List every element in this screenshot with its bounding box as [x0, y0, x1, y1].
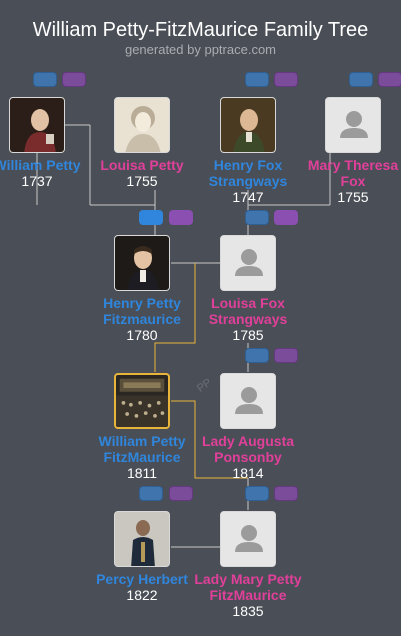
ancestor-expand-badge[interactable]	[378, 72, 401, 87]
person-card-william-petty[interactable]: William Petty 1737	[0, 97, 92, 189]
assembly-icon	[116, 375, 168, 427]
highlight-line	[171, 400, 248, 479]
portrait-photo[interactable]	[114, 511, 170, 567]
avatar-placeholder-icon	[221, 512, 275, 566]
ancestor-expand-badge[interactable]	[245, 210, 269, 225]
person-card-mary-theresa-fox[interactable]: Mary Theresa Fox 1755	[298, 97, 401, 205]
avatar-placeholder-icon	[221, 236, 275, 290]
person-birth-year: 1835	[232, 603, 264, 619]
ancestor-expand-badge[interactable]	[139, 210, 163, 225]
person-name: Percy Herbert	[96, 571, 188, 587]
ancestor-expand-badge[interactable]	[62, 72, 86, 87]
portrait-icon	[10, 98, 64, 152]
person-name: Henry Fox Strangways	[208, 157, 288, 189]
person-birth-year: 1822	[126, 587, 158, 603]
person-birth-year: 1780	[126, 327, 158, 343]
person-name: William Petty FitzMaurice	[98, 433, 186, 465]
ancestor-expand-badge[interactable]	[33, 72, 57, 87]
avatar-placeholder-icon	[221, 374, 275, 428]
page-title: William Petty-FitzMaurice Family Tree	[32, 19, 369, 41]
person-name: William Petty	[0, 157, 81, 173]
person-card-henry-petty-fitzmaurice[interactable]: Henry Petty Fitzmaurice 1780	[87, 235, 197, 343]
person-name: Louisa Petty	[100, 157, 184, 173]
person-birth-year: 1811	[126, 465, 158, 481]
person-card-louisa-fox-strangways[interactable]: Louisa Fox Strangways 1785	[193, 235, 303, 343]
person-card-louisa-petty[interactable]: Louisa Petty 1755	[87, 97, 197, 189]
person-name: Louisa Fox Strangways	[208, 295, 288, 327]
portrait-icon	[115, 236, 169, 290]
placeholder-photo[interactable]	[220, 235, 276, 291]
person-card-henry-fox-strangways[interactable]: Henry Fox Strangways 1747	[193, 97, 303, 205]
person-card-lady-augusta-ponsonby[interactable]: Lady Augusta Ponsonby 1814	[193, 373, 303, 481]
ancestor-expand-badge[interactable]	[245, 348, 269, 363]
highlight-line	[154, 263, 196, 372]
person-card-william-petty-fitzmaurice[interactable]: William Petty FitzMaurice 1811	[87, 373, 197, 481]
ancestor-expand-badge[interactable]	[274, 486, 298, 501]
ancestor-expand-badge[interactable]	[169, 486, 193, 501]
placeholder-photo[interactable]	[325, 97, 381, 153]
portrait-photo[interactable]	[114, 97, 170, 153]
placeholder-photo[interactable]	[220, 373, 276, 429]
portrait-icon	[221, 98, 275, 152]
soldier-portrait-icon	[115, 512, 169, 566]
person-name: Henry Petty Fitzmaurice	[103, 295, 181, 327]
person-birth-year: 1747	[232, 189, 264, 205]
person-name: Mary Theresa Fox	[307, 157, 399, 189]
ancestor-expand-badge[interactable]	[349, 72, 373, 87]
engraving-icon	[115, 98, 169, 152]
ancestor-expand-badge[interactable]	[169, 210, 193, 225]
ancestor-expand-badge[interactable]	[274, 72, 298, 87]
person-birth-year: 1755	[126, 173, 158, 189]
portrait-photo[interactable]	[220, 97, 276, 153]
page-subtitle: generated by pptrace.com	[124, 42, 277, 57]
ancestor-expand-badge[interactable]	[274, 210, 298, 225]
portrait-photo-selected[interactable]	[114, 373, 170, 429]
ancestor-expand-badge[interactable]	[245, 486, 269, 501]
person-name: Lady Mary Petty FitzMaurice	[194, 571, 302, 603]
person-name: Lady Augusta Ponsonby	[201, 433, 295, 465]
person-birth-year: 1814	[232, 465, 264, 481]
avatar-placeholder-icon	[326, 98, 380, 152]
ancestor-expand-badge[interactable]	[139, 486, 163, 501]
portrait-photo[interactable]	[114, 235, 170, 291]
placeholder-photo[interactable]	[220, 511, 276, 567]
person-card-percy-herbert[interactable]: Percy Herbert 1822	[87, 511, 197, 603]
person-birth-year: 1785	[232, 327, 264, 343]
person-birth-year: 1737	[21, 173, 53, 189]
person-card-lady-mary-petty-fitzmaurice[interactable]: Lady Mary Petty FitzMaurice 1835	[193, 511, 303, 619]
portrait-photo[interactable]	[9, 97, 65, 153]
ancestor-expand-badge[interactable]	[245, 72, 269, 87]
person-birth-year: 1755	[337, 189, 369, 205]
ancestor-expand-badge[interactable]	[274, 348, 298, 363]
